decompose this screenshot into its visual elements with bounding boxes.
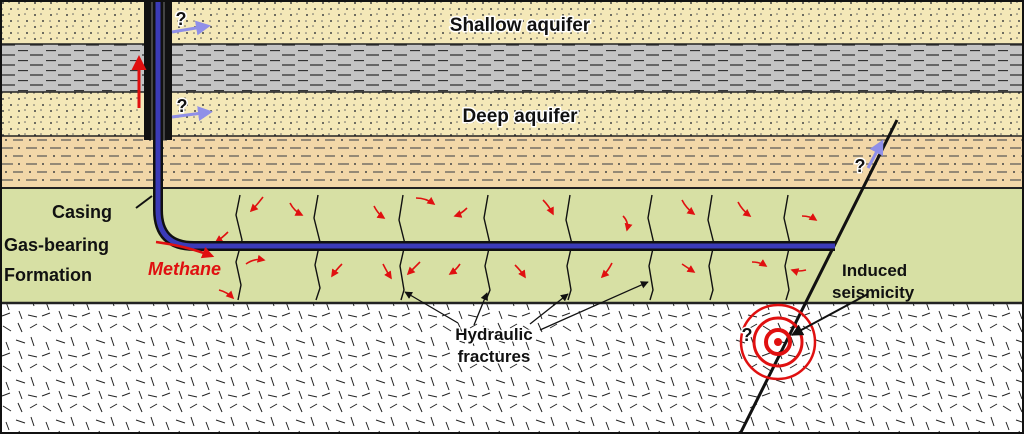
- question-mark-seismic: ?: [742, 325, 753, 345]
- hydraulic-fractures-label-line1: Hydraulic: [455, 325, 532, 344]
- gas-bearing-label-line2: Formation: [4, 265, 92, 285]
- question-mark-deep: ?: [177, 96, 188, 116]
- shallow-aquifer-label: Shallow aquifer: [450, 15, 591, 36]
- induced-seismicity-label-line2: seismicity: [832, 283, 915, 302]
- methane-flow-arrows: [214, 196, 818, 300]
- leak-arrows: [131, 20, 884, 169]
- methane-label: Methane: [148, 259, 221, 279]
- leak-arrow-fault: [866, 139, 884, 169]
- bedrock-layer: [0, 303, 1024, 434]
- hydraulic-fractures-label-line2: fractures: [458, 347, 531, 366]
- question-mark-fault: ?: [855, 156, 866, 176]
- lower-sediment-layer: [0, 136, 1024, 188]
- gas-bearing-label-line1: Gas-bearing: [4, 235, 109, 255]
- leak-arrow-shallow: [171, 20, 211, 36]
- wellbore-pipe: [155, 0, 835, 249]
- fault-line: [738, 119, 899, 434]
- casing-label: Casing: [52, 202, 112, 222]
- induced-seismicity-label-line1: Induced: [842, 261, 907, 280]
- induced-seismicity-rings: [739, 303, 817, 381]
- casing-pointer: [135, 195, 153, 209]
- deep-aquifer-label: Deep aquifer: [462, 106, 578, 127]
- leak-arrow-deep: [171, 106, 213, 122]
- seismicity-pointer: [790, 293, 869, 336]
- methane-inflow-arrow: [155, 240, 215, 259]
- hydraulic-fracture-pointers: [404, 281, 649, 331]
- question-mark-shallow: ?: [176, 9, 187, 29]
